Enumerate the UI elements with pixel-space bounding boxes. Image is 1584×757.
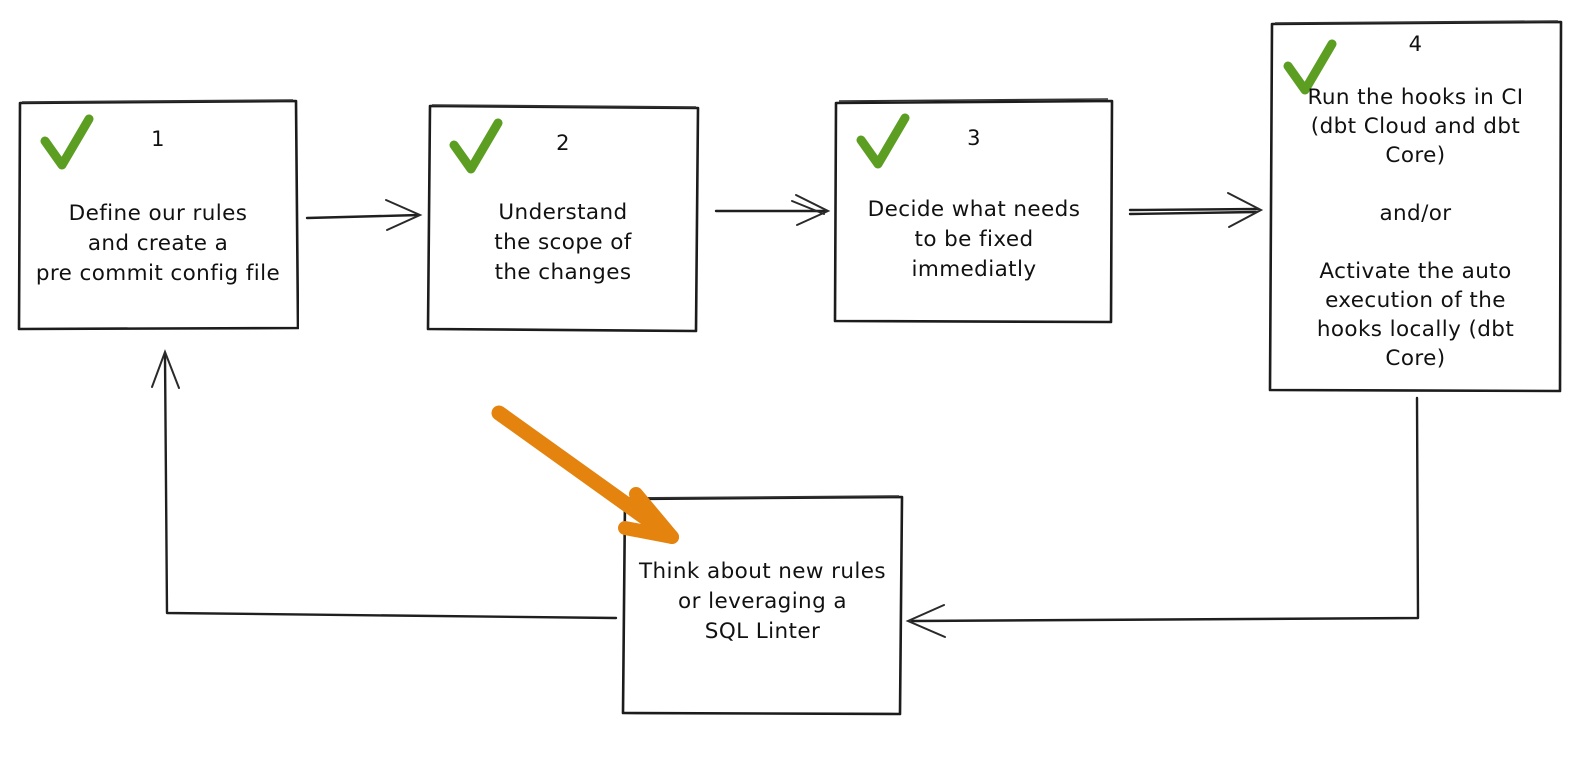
edge-1-2-arrow bbox=[305, 199, 423, 231]
node-step-2[interactable]: 2 Understand the scope of the changes bbox=[426, 103, 700, 333]
step-body-text: Think about new rules or leveraging a SQ… bbox=[638, 559, 887, 644]
step-number: 1 bbox=[151, 127, 165, 151]
green-check-icon bbox=[1282, 38, 1338, 100]
edge-2-3-arrow bbox=[714, 194, 831, 226]
step-number: 4 bbox=[1408, 32, 1423, 56]
green-check-icon bbox=[855, 112, 911, 174]
node-step-loop[interactable]: Think about new rules or leveraging a SQ… bbox=[621, 495, 904, 716]
edge-4-loop-arrow bbox=[905, 396, 1420, 638]
step-body-text: Run the hooks in CI (dbt Cloud and dbt C… bbox=[1307, 85, 1524, 371]
step-body-text: Understand the scope of the changes bbox=[494, 200, 632, 285]
step-body-text: Decide what needs to be fixed immediatly bbox=[867, 197, 1081, 282]
node-step-3[interactable]: 3 Decide what needs to be fixed immediat… bbox=[833, 98, 1115, 324]
node-step-4[interactable]: 4 Run the hooks in CI (dbt Cloud and dbt… bbox=[1268, 20, 1563, 393]
step-number: 2 bbox=[556, 131, 570, 155]
step-body-text: Define our rules and create a pre commit… bbox=[35, 201, 281, 286]
step-number: 3 bbox=[967, 126, 981, 150]
green-check-icon bbox=[39, 113, 95, 175]
edge-loop-1-arrow bbox=[151, 349, 618, 620]
node-step-1[interactable]: 1 Define our rules and create a pre comm… bbox=[17, 99, 299, 331]
green-check-icon bbox=[448, 117, 504, 179]
edge-3-4-arrow bbox=[1128, 192, 1264, 228]
